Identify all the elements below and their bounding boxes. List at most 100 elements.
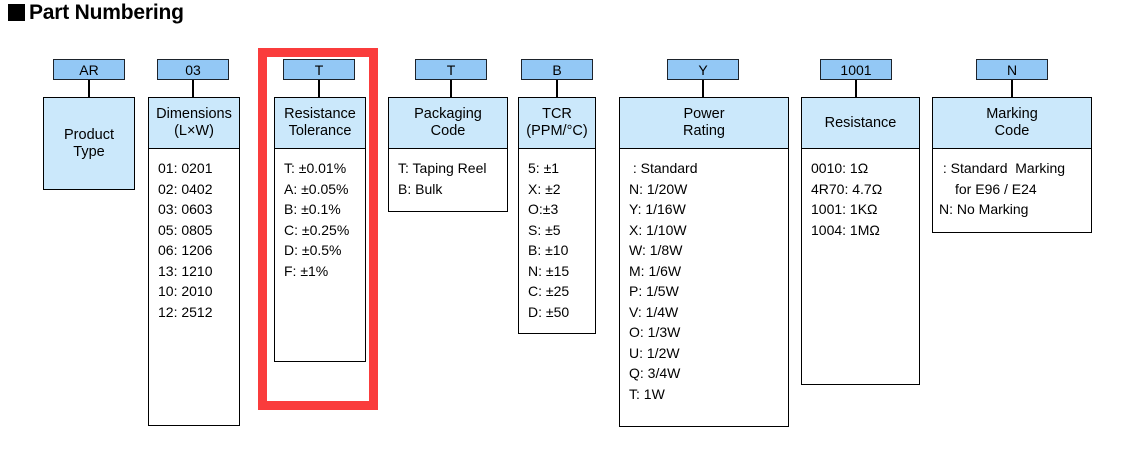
list-item: 5: ±1 <box>528 160 560 176</box>
panel-body-power-rating: : Standard N: 1/20W Y: 1/16W X: 1/10W W:… <box>620 149 788 404</box>
list-item: 4R70: 4.7Ω <box>811 180 883 197</box>
list-item: O: 1/3W <box>629 324 681 340</box>
panel-head-line1: Marking <box>986 106 1038 122</box>
list-item: : Standard <box>629 160 698 176</box>
list-item: V: 1/4W <box>629 303 679 320</box>
panel-packaging-code: Packaging Code T: Taping Reel B: Bulk <box>388 97 508 212</box>
code-box-tcr[interactable]: B <box>521 59 593 80</box>
panel-body-dimensions: 01: 0201 02: 0402 03: 0603 05: 0805 06: … <box>149 149 239 322</box>
connector-line <box>855 80 857 97</box>
list-item: Q: 3/4W <box>629 365 681 381</box>
list-item: X: ±2 <box>528 180 561 197</box>
list-item: for E96 / E24 <box>955 180 1037 197</box>
list-item: 12: 2512 <box>158 303 213 320</box>
panel-body-resistance: 0010: 1Ω 4R70: 4.7Ω 1001: 1KΩ 1004: 1MΩ <box>802 149 919 240</box>
panel-tcr: TCR (PPM/°C) 5: ±1 X: ±2 O:±3 S: ±5 B: ±… <box>518 97 596 334</box>
list-item: 13: 1210 <box>158 262 213 279</box>
list-item: N: No Marking <box>939 201 1029 217</box>
panel-head-product-type: Product Type <box>44 98 134 189</box>
list-item: M: 1/6W <box>629 262 682 279</box>
list-item: W: 1/8W <box>629 242 683 258</box>
panel-resistance: Resistance 0010: 1Ω 4R70: 4.7Ω 1001: 1KΩ… <box>801 97 920 385</box>
panel-head-line1: Dimensions <box>156 106 232 122</box>
panel-head-line2: (PPM/°C) <box>526 123 588 139</box>
panel-marking-code: Marking Code : Standard Marking for E96 … <box>932 97 1092 233</box>
connector-line <box>450 80 452 97</box>
connector-line <box>1011 80 1013 97</box>
connector-line <box>556 80 558 97</box>
panel-head-resistance-tolerance: Resistance Tolerance <box>275 98 365 149</box>
panel-body-packaging-code: T: Taping Reel B: Bulk <box>389 149 507 199</box>
list-item: 1004: 1MΩ <box>811 221 880 238</box>
list-item: 1001: 1KΩ <box>811 201 878 217</box>
page-title: Part Numbering <box>8 2 184 23</box>
code-box-packaging-code[interactable]: T <box>415 59 487 80</box>
panel-head-line1: Packaging <box>414 106 482 122</box>
list-item: 01: 0201 <box>158 160 213 176</box>
panel-head-line1: Resistance <box>824 114 897 131</box>
list-item: C: ±0.25% <box>284 221 350 238</box>
panel-head-line1: Power <box>683 106 725 122</box>
panel-head-packaging-code: Packaging Code <box>389 98 507 149</box>
panel-head-line2: (L×W) <box>174 123 214 139</box>
square-bullet-icon <box>8 4 25 21</box>
code-box-resistance[interactable]: 1001 <box>820 59 892 80</box>
panel-body-marking-code: : Standard Marking for E96 / E24 N: No M… <box>933 149 1091 220</box>
panel-power-rating: Power Rating : Standard N: 1/20W Y: 1/16… <box>619 97 789 427</box>
panel-head-line1: Product <box>64 126 114 143</box>
code-box-dimensions[interactable]: 03 <box>157 59 229 80</box>
list-item: D: ±50 <box>528 303 570 320</box>
panel-head-tcr: TCR (PPM/°C) <box>519 98 595 149</box>
panel-body-resistance-tolerance: T: ±0.01% A: ±0.05% B: ±0.1% C: ±0.25% D… <box>275 149 365 281</box>
list-item: U: 1/2W <box>629 344 680 361</box>
panel-head-power-rating: Power Rating <box>620 98 788 149</box>
list-item: T: ±0.01% <box>284 160 347 176</box>
list-item: F: ±1% <box>284 262 329 279</box>
panel-head-line2: Code <box>430 123 466 139</box>
list-item: 0010: 1Ω <box>811 160 869 176</box>
panel-head-line2: Code <box>994 123 1030 139</box>
list-item: A: ±0.05% <box>284 180 349 197</box>
list-item: 10: 2010 <box>158 283 213 299</box>
list-item: B: Bulk <box>398 180 443 197</box>
list-item: 05: 0805 <box>158 221 213 238</box>
panel-head-line2: Type <box>73 143 105 160</box>
panel-product-type: Product Type <box>43 97 135 190</box>
list-item: 06: 1206 <box>158 242 213 258</box>
list-item: 03: 0603 <box>158 201 213 217</box>
list-item: D: ±0.5% <box>284 242 342 258</box>
connector-line <box>318 80 320 97</box>
panel-head-line2: Rating <box>683 123 725 139</box>
page-title-text: Part Numbering <box>29 1 184 24</box>
list-item: N: ±15 <box>528 262 570 279</box>
list-item: X: 1/10W <box>629 221 687 238</box>
list-item: P: 1/5W <box>629 283 679 299</box>
list-item: T: 1W <box>629 385 665 402</box>
panel-head-resistance: Resistance <box>802 98 919 149</box>
list-item: N: 1/20W <box>629 180 688 197</box>
list-item: Y: 1/16W <box>629 201 686 217</box>
connector-line <box>192 80 194 97</box>
panel-head-marking-code: Marking Code <box>933 98 1091 149</box>
panel-dimensions: Dimensions (L×W) 01: 0201 02: 0402 03: 0… <box>148 97 240 426</box>
panel-body-tcr: 5: ±1 X: ±2 O:±3 S: ±5 B: ±10 N: ±15 C: … <box>519 149 595 322</box>
code-box-power-rating[interactable]: Y <box>667 59 739 80</box>
panel-resistance-tolerance: Resistance Tolerance T: ±0.01% A: ±0.05%… <box>274 97 366 362</box>
connector-line <box>702 80 704 97</box>
panel-head-line2: Tolerance <box>288 123 352 139</box>
code-box-product-type[interactable]: AR <box>53 59 125 80</box>
list-item: O:±3 <box>528 201 559 217</box>
list-item: B: ±10 <box>528 242 569 258</box>
list-item: C: ±25 <box>528 283 570 299</box>
list-item: : Standard Marking <box>939 160 1066 176</box>
panel-head-line1: TCR <box>542 106 572 122</box>
list-item: T: Taping Reel <box>398 160 487 176</box>
connector-line <box>88 80 90 97</box>
list-item: 02: 0402 <box>158 180 213 197</box>
code-box-marking-code[interactable]: N <box>976 59 1048 80</box>
code-box-resistance-tolerance[interactable]: T <box>283 59 355 80</box>
list-item: B: ±0.1% <box>284 201 341 217</box>
panel-head-dimensions: Dimensions (L×W) <box>149 98 239 149</box>
panel-head-line1: Resistance <box>284 106 356 122</box>
list-item: S: ±5 <box>528 221 561 238</box>
